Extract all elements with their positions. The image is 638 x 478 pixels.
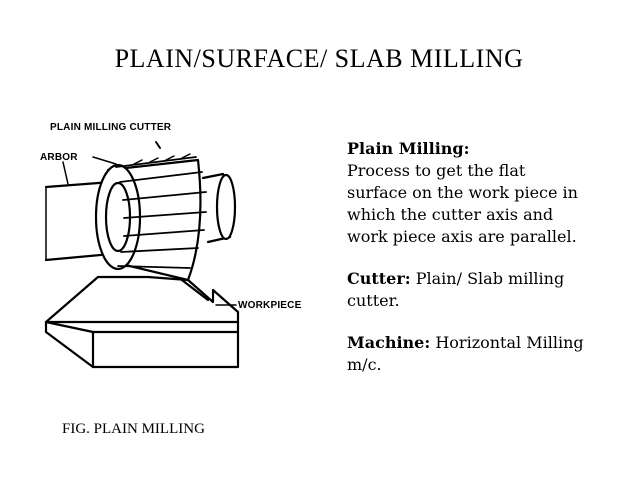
slide-title: PLAIN/SURFACE/ SLAB MILLING xyxy=(114,44,524,73)
machine-block: Machine: Horizontal Milling m/c. xyxy=(347,332,587,376)
machine-heading: Machine: xyxy=(347,333,431,352)
workpiece-label: WORKPIECE xyxy=(238,300,302,311)
milling-illustration xyxy=(44,141,240,369)
cutter-label: PLAIN MILLING CUTTER xyxy=(50,122,172,133)
cutter-heading: Cutter: xyxy=(347,269,411,288)
cutter-block: Cutter: Plain/ Slab milling cutter. xyxy=(347,268,587,312)
description-panel: Plain Milling: Process to get the flat s… xyxy=(347,138,587,396)
plain-milling-block: Plain Milling: Process to get the flat s… xyxy=(347,138,587,248)
plain-milling-heading: Plain Milling: xyxy=(347,139,470,158)
plain-milling-figure: PLAIN MILLING CUTTER ARBOR WORKPIECE xyxy=(38,112,338,382)
cutter-text: Plain/ Slab milling cutter. xyxy=(347,269,565,310)
machine-text: Horizontal Milling m/c. xyxy=(347,333,584,374)
plain-milling-text: Process to get the flat surface on the w… xyxy=(347,161,578,246)
figure-caption: FIG. PLAIN MILLING xyxy=(62,421,205,437)
arbor-label: ARBOR xyxy=(40,152,78,163)
